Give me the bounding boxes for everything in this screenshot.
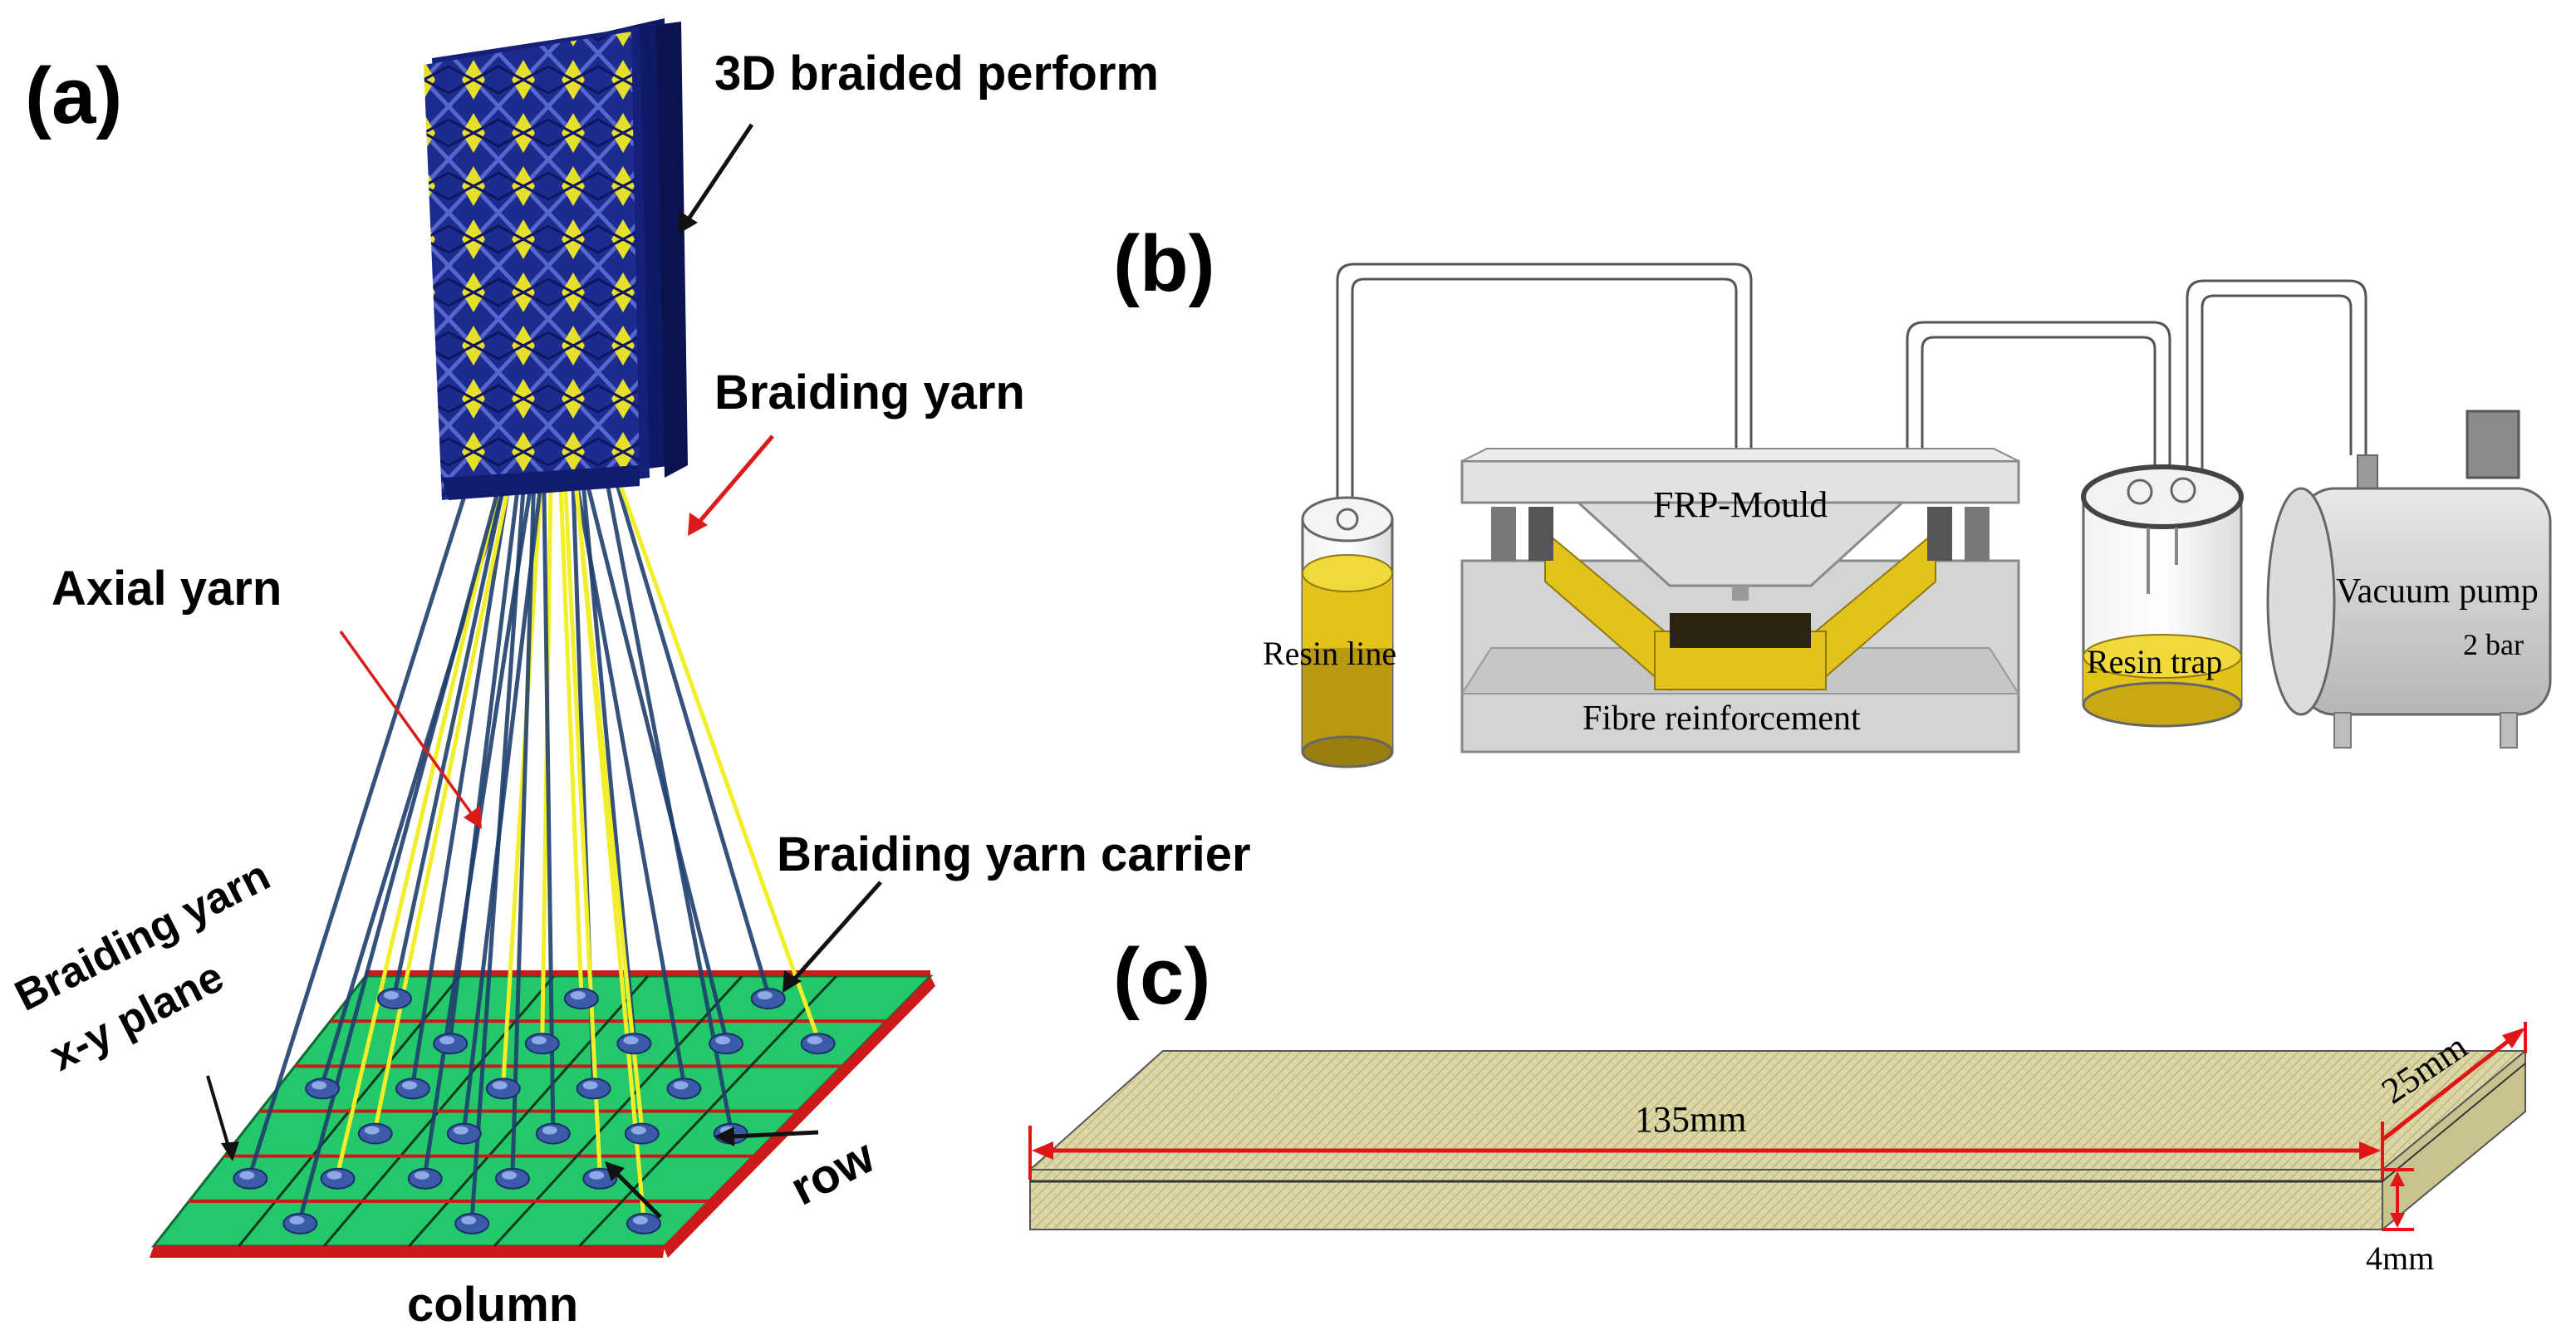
row-label: row (782, 1128, 883, 1215)
pressure-label: 2 bar (2463, 628, 2524, 661)
board-column-line (578, 974, 837, 1248)
resin-line-label: Resin line (1263, 635, 1396, 672)
column-label: column (407, 1278, 578, 1332)
panel-a: (a) (7, 18, 1251, 1332)
frp-mould (1460, 448, 2020, 753)
vacuum-pump (2266, 410, 2552, 749)
yarn-carrier-highlight (401, 1081, 417, 1090)
resin-line-container (1301, 496, 1394, 768)
axial-yarn (616, 479, 821, 1040)
yarn-carrier-highlight (632, 1215, 648, 1225)
yarn-carrier-highlight (492, 1081, 508, 1090)
panel-c-label: (c) (1113, 932, 1210, 1021)
yarn-carrier-highlight (807, 1036, 822, 1045)
resin-trap-label: Resin trap (2087, 643, 2222, 680)
braiding-yarn (469, 479, 527, 1220)
braiding-yarn (248, 479, 472, 1175)
braiding-yarn (392, 479, 508, 994)
yarn-carrier-highlight (542, 1126, 557, 1135)
axial-yarn (573, 479, 646, 1220)
dimension-lines (1028, 1022, 2527, 1231)
yarn-carrier-highlight (461, 1215, 477, 1225)
panel-b: (b) (1113, 219, 2552, 768)
yarn-lines (248, 479, 821, 1220)
axial-yarn (373, 479, 513, 1130)
yarn-carrier-highlight (453, 1126, 469, 1135)
braiding-yarn-label: Braiding yarn (714, 366, 1025, 420)
yarn-carrier-highlight (673, 1081, 689, 1090)
braiding-yarn (584, 479, 729, 1039)
yarn-carrier-highlight (531, 1036, 547, 1045)
braiding-yarn (574, 479, 686, 1084)
braiding-yarn (604, 479, 734, 1130)
axial-yarn (501, 479, 544, 1084)
annotation-arrows (206, 123, 882, 1219)
axial-yarn-label: Axial yarn (52, 562, 282, 616)
yarn-carrier-highlight (631, 1126, 646, 1135)
tubing (1336, 263, 2367, 532)
panel-a-label: (a) (25, 52, 122, 140)
braiding-yarn (410, 479, 512, 1084)
resin-trap (2081, 464, 2244, 728)
panel-b-label: (b) (1113, 219, 1215, 308)
board-grid (189, 974, 886, 1248)
yarn-carrier-highlight (383, 991, 399, 1000)
specimen-bar (1028, 1048, 2528, 1232)
panel-c: (c) 135mm 25mm 4mm (1028, 932, 2528, 1277)
axial-yarn (336, 479, 503, 1175)
pump-label: Vacuum pump (2336, 572, 2539, 611)
braiding-yarn (510, 479, 537, 1174)
yarn-carrier-highlight (439, 1036, 455, 1045)
axial-yarn (558, 479, 584, 994)
fibre-label: Fibre reinforcement (1582, 699, 1861, 738)
length-label: 135mm (1635, 1099, 1746, 1140)
mould-label: FRP-Mould (1653, 484, 1828, 525)
yarn-carrier-highlight (239, 1171, 255, 1180)
yarn-carrier-highlight (757, 991, 773, 1000)
axial-yarn (562, 479, 602, 1174)
yarn-carrier-highlight (364, 1126, 380, 1135)
braiding-yarn (614, 479, 771, 994)
yarn-carrier-highlight (501, 1171, 517, 1180)
braiding-yarn (542, 479, 556, 1129)
braided-preform (424, 18, 688, 500)
yarn-carrier-highlight (570, 991, 586, 1000)
yarn-carrier-highlight (289, 1215, 305, 1225)
yarn-carrier-highlight (312, 1081, 327, 1090)
yarn-carrier-highlight (623, 1036, 639, 1045)
yarn-carrier-highlight (589, 1171, 605, 1180)
yarn-carrier-highlight (326, 1171, 342, 1180)
yarn-carrier-highlight (582, 1081, 598, 1090)
perform-label: 3D braided perform (714, 47, 1159, 101)
yarn-carrier-highlight (414, 1171, 429, 1180)
thickness-label: 4mm (2366, 1239, 2434, 1277)
carrier-label: Braiding yarn carrier (777, 827, 1251, 881)
yarn-carrier-highlight (715, 1036, 731, 1045)
